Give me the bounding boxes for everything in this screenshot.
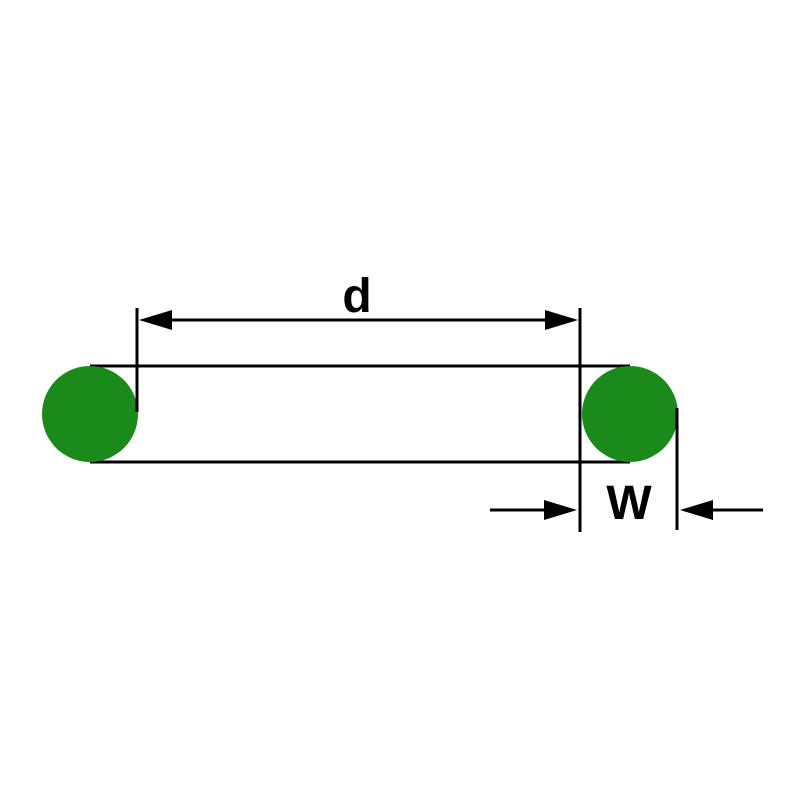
w-arrowhead-right-icon [680,500,713,520]
w-dimension-label: W [606,477,652,530]
d-dimension-label: d [342,270,371,323]
d-arrowhead-left-icon [139,310,172,330]
d-arrowhead-right-icon [545,310,578,330]
oring-left-cross-section [42,366,138,462]
w-arrowhead-left-icon [544,500,577,520]
oring-right-cross-section [582,366,678,462]
